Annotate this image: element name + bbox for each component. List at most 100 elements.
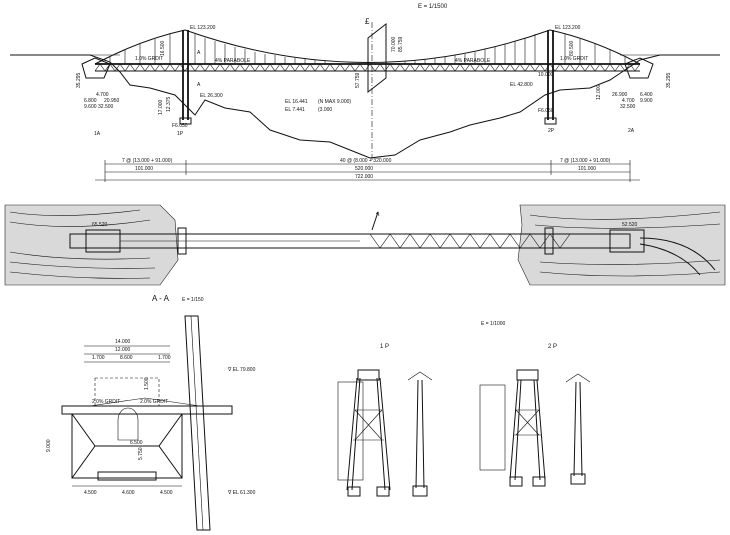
- plan-truss: [369, 233, 571, 249]
- left-anchorage-plan: [85, 229, 121, 253]
- el-bottom: ∇ EL 61.300: [227, 490, 256, 496]
- dim-tl-16: 16.500: [160, 40, 166, 56]
- dim-d1500: 1.500: [144, 377, 150, 390]
- dim-f-left: F6.050: [172, 123, 188, 129]
- dim-left-vert: 35.295: [76, 72, 82, 88]
- elevation-view: E = 1/1500 £: [10, 4, 720, 182]
- total-722: 722.000: [355, 174, 373, 180]
- el-16: EL 16.441: [285, 99, 308, 105]
- dim-right-vert: 35.295: [666, 72, 672, 88]
- section-title: A - A: [152, 294, 170, 303]
- terrain-profile: [10, 54, 720, 159]
- truss-box: [71, 413, 183, 479]
- dim-left-17: 17.000: [158, 99, 164, 115]
- section-aa: A - A E = 1/150 14.000 12.000 1.700 8.60…: [46, 294, 256, 531]
- tower-1p-front: 1 P: [337, 344, 391, 497]
- dim-d12: 12.000: [115, 347, 131, 353]
- dim-f-right: F6.050: [538, 108, 554, 114]
- grade-left: 1.0% GRDIT: [135, 56, 163, 62]
- tower-leg-section: [184, 315, 211, 531]
- elevation-scale: E = 1/1500: [418, 4, 448, 10]
- nmax: (N MAX 9.000): [318, 99, 351, 105]
- dim-b3: 4.500: [160, 490, 173, 496]
- span-dimensions: 7 @ (13.000 + 91.000) 40 @ (8.000 + 320.…: [95, 158, 640, 182]
- dim-left-12: 12.375: [166, 96, 172, 112]
- dim-right-12: 12.000: [596, 84, 602, 100]
- tower-1p-label: 1 P: [380, 344, 389, 350]
- dim-d5750: 5.750: [138, 447, 144, 460]
- right-anchorage: [624, 57, 654, 79]
- tower-2p-elevation: [544, 30, 557, 125]
- val-3000: (3.000: [318, 107, 332, 113]
- total-101-left: 101.000: [135, 166, 153, 172]
- el-7: EL 7.441: [285, 107, 305, 113]
- parabola-right: 4% PARABOLE: [455, 58, 491, 64]
- dim-mid-70: 70.000: [391, 36, 397, 52]
- dim-d1700a: 1.700: [92, 355, 105, 361]
- section-scale: E = 1/150: [182, 297, 204, 303]
- dim-d6500: 6.500: [130, 440, 143, 446]
- plan-label-left: 65.520: [92, 222, 108, 228]
- span-right: 7 @ (13.000 + 91.000): [560, 158, 611, 164]
- dim-right-10: 10.000: [538, 72, 554, 78]
- el-42: EL 42.800: [510, 82, 533, 88]
- total-520: 520.000: [355, 166, 373, 172]
- parabola-left: 4% PARABOLE: [215, 58, 251, 64]
- approach-road: [639, 243, 701, 276]
- el-left-top: EL 123.200: [190, 25, 216, 31]
- tower-2p-plan: [544, 227, 554, 255]
- dim-right-9: 9.900: [640, 98, 653, 104]
- dim-right-26: 26.900: [612, 92, 628, 98]
- dim-b2: 4.600: [122, 490, 135, 496]
- deck-plan: [69, 233, 631, 249]
- tower-1p-side: [407, 371, 433, 497]
- pier-1p: 1P: [177, 131, 184, 137]
- dim-b1: 4.500: [84, 490, 97, 496]
- total-101-right: 101.000: [578, 166, 596, 172]
- dim-d1700b: 1.700: [158, 355, 171, 361]
- tower-1p-plan: [177, 227, 187, 255]
- right-anchorage-plan: [609, 229, 645, 253]
- tower-2p-side: [565, 373, 591, 485]
- dim-d9000: 9.000: [46, 439, 52, 452]
- towers-detail: E = 1/1000 1 P: [337, 321, 591, 497]
- hangers: [109, 34, 626, 64]
- dim-left-20: 20.950: [104, 98, 120, 104]
- dim-mid-57: 57.759: [355, 72, 361, 88]
- left-anchorage: [81, 57, 111, 79]
- section-a-bottom: A: [197, 82, 201, 88]
- grade-r: 2.0% GRDIT: [140, 399, 168, 405]
- left-terrain-hatch: [4, 204, 179, 286]
- tower-1p-elevation: [179, 30, 192, 125]
- dim-right-6: 6.400: [640, 92, 653, 98]
- section-plane: [367, 22, 387, 94]
- dim-tr-80: 80.500: [569, 40, 575, 56]
- section-a-top: A: [197, 50, 201, 56]
- dim-right-4: 4.700: [622, 98, 635, 104]
- centerline-mark: £: [365, 17, 370, 26]
- tower-2p-front: 2 P: [479, 344, 557, 487]
- span-left: 7 @ (13.000 + 91.000): [122, 158, 173, 164]
- grade-right: 1.0% GRDIT: [560, 56, 588, 62]
- deck-slab: [61, 405, 233, 415]
- dim-left-6: 6.800: [84, 98, 97, 104]
- abutment-1a: 1A: [94, 131, 101, 137]
- el-right-top: EL 123.200: [555, 25, 581, 31]
- span-mid: 40 @ (8.000 + 320.000: [340, 158, 392, 164]
- dim-left-9: 9.600: [84, 104, 97, 110]
- abutment-2a: 2A: [628, 128, 635, 134]
- right-terrain-hatch: [517, 204, 726, 286]
- dim-d8600: 8.600: [120, 355, 133, 361]
- plan-view: 65.520 52.520: [4, 204, 726, 286]
- tower-2p-label: 2 P: [548, 344, 557, 350]
- pier-2p: 2P: [548, 128, 555, 134]
- plan-label-right: 52.520: [622, 222, 638, 228]
- towers-scale: E = 1/1000: [481, 321, 506, 327]
- grade-l: 2.0% GRDIT: [92, 399, 120, 405]
- dim-left-32: 32.500: [98, 104, 114, 110]
- dim-right-32: 32.500: [620, 104, 636, 110]
- el-26: EL 26.300: [200, 93, 223, 99]
- dim-d14: 14.000: [115, 339, 131, 345]
- dim-left-4: 4.700: [96, 92, 109, 98]
